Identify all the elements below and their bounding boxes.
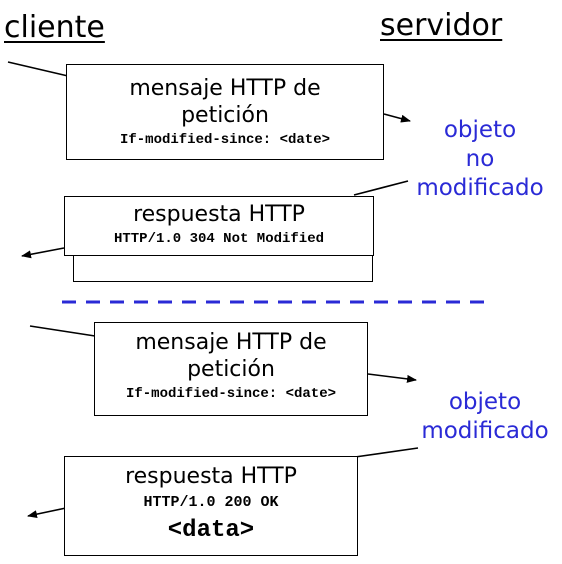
server-note-not-modified: objeto no modificado [405,116,555,203]
response-1-title: respuesta HTTP [133,202,305,227]
request-1-header: If-modified-since: <date> [119,132,331,148]
client-label: cliente [4,10,105,45]
response-2-server-line [354,447,419,458]
request-1-subtitle: petición [181,103,269,128]
request-2-title: mensaje HTTP de [135,330,327,355]
response-1-status: HTTP/1.0 304 Not Modified [113,231,325,247]
request-2-client-line [29,325,96,337]
server-note-2-line-1: objeto [448,389,522,415]
request-2-arrow [367,373,417,383]
server-note-modified: objeto modificado [410,388,560,446]
response-message-box-1: respuesta HTTP HTTP/1.0 304 Not Modified [64,196,374,256]
server-label: servidor [380,8,503,43]
request-1-client-line [7,61,69,77]
request-2-subtitle: petición [187,357,275,382]
response-1-arrow [21,247,65,259]
request-1-arrow [383,113,411,123]
server-note-1-line-1: objeto [443,117,517,143]
request-message-box-1: mensaje HTTP de petición If-modified-sin… [66,64,384,160]
response-2-arrow [27,507,67,519]
request-2-header: If-modified-since: <date> [125,386,337,402]
response-box-1-shadow [73,252,373,282]
response-1-server-line [353,180,409,196]
response-2-status: HTTP/1.0 200 OK [143,494,279,511]
response-message-box-2: respuesta HTTP HTTP/1.0 200 OK <data> [64,456,358,556]
response-2-body: <data> [167,517,255,544]
response-2-title: respuesta HTTP [125,464,297,489]
server-note-1-line-3: modificado [416,175,544,201]
server-note-2-line-2: modificado [421,418,549,444]
request-message-box-2: mensaje HTTP de petición If-modified-sin… [94,322,368,416]
server-note-1-line-2: no [465,146,495,172]
request-1-title: mensaje HTTP de [129,76,321,101]
